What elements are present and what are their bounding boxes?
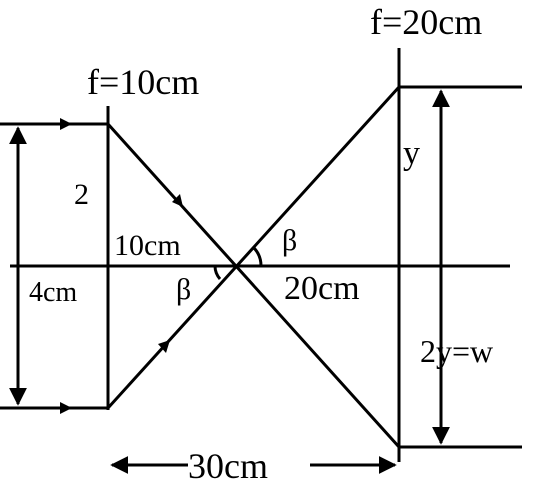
- incoming-ray-bottom-arrowhead: [60, 402, 72, 414]
- right-distance-label: 20cm: [284, 270, 360, 307]
- ray-top-to-bottom-arrowhead: [172, 194, 183, 207]
- angle-arc-top: [251, 245, 263, 267]
- ray-bottom-to-top-arrowhead: [158, 340, 170, 353]
- angle-arc-bottom: [213, 265, 222, 280]
- focal-right-label: f=20cm: [370, 2, 482, 42]
- beam-half-width-label: 2: [74, 178, 89, 211]
- incoming-ray-top-arrowhead: [60, 118, 72, 130]
- left-distance-label: 10cm: [114, 229, 181, 262]
- focal-left-label: f=10cm: [87, 62, 199, 102]
- separation-label: 30cm: [188, 446, 268, 486]
- image-height-label: y: [403, 135, 420, 172]
- beam-width-label: 4cm: [29, 277, 77, 308]
- angle-bottom-label: β: [176, 273, 191, 306]
- ray-top-to-bottom: [106, 122, 401, 449]
- output-width-label: 2y=w: [420, 333, 493, 369]
- angle-top-label: β: [282, 224, 297, 257]
